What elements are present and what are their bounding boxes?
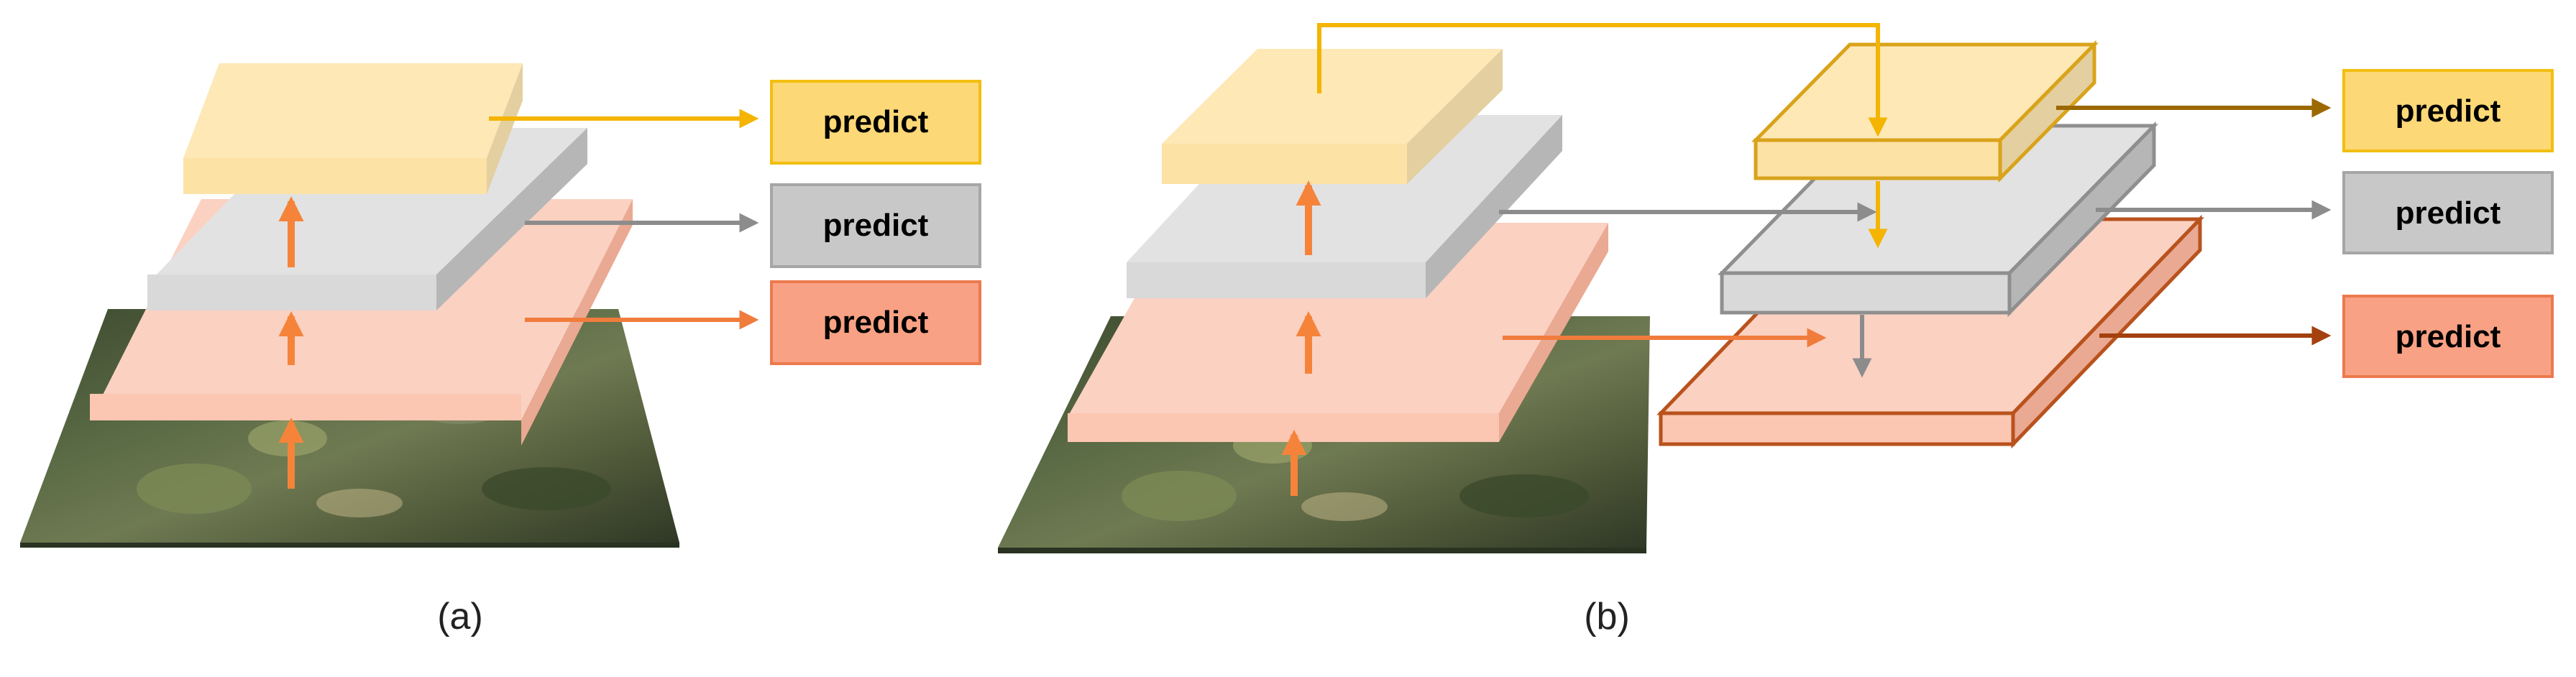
td-layer-mid	[1718, 121, 2158, 318]
layer-top-a	[183, 63, 523, 194]
panel-a: predict predict predict (a)	[20, 63, 981, 637]
td-layer-bottom	[1656, 214, 2204, 449]
td-layer-top	[1751, 40, 2099, 183]
predict-label: predict	[2396, 195, 2501, 231]
predict-box-mid-b: predict	[2342, 171, 2554, 254]
panel-b: predict predict predict (b)	[998, 23, 2554, 637]
predict-label: predict	[823, 208, 929, 243]
predict-box-bottom-b: predict	[2342, 295, 2554, 378]
predict-box-top-b: predict	[2342, 69, 2554, 152]
predict-label: predict	[2396, 93, 2501, 129]
lateral-arrows-a	[489, 109, 759, 330]
caption-b: (b)	[1584, 596, 1630, 637]
predict-box-bottom-a: predict	[770, 280, 981, 365]
connecting-arrows-b	[1317, 23, 1888, 378]
predict-label: predict	[2396, 319, 2501, 354]
caption-a: (a)	[437, 596, 483, 637]
lateral-arrows-b	[2056, 98, 2332, 346]
upward-arrows-b	[1281, 180, 1321, 496]
layer-top-b	[1162, 49, 1503, 184]
predict-label: predict	[823, 104, 929, 139]
predict-box-top-a: predict	[770, 80, 981, 165]
predict-box-mid-a: predict	[770, 183, 981, 268]
predict-label: predict	[823, 305, 929, 340]
